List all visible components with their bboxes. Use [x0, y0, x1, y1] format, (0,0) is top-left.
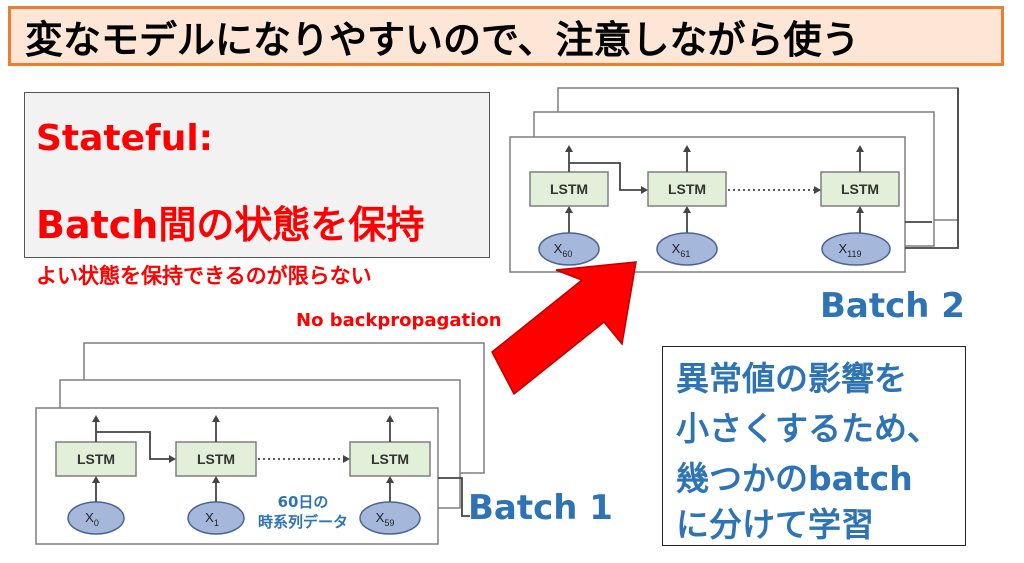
stateful-description: Batch間の状態を保持	[36, 203, 425, 247]
batch1-input-1-label: X0	[85, 510, 99, 528]
anomaly-explanation-box	[662, 346, 966, 546]
batch1-label: Batch 1	[468, 488, 613, 528]
batch2-lstm-2-label: LSTM	[668, 181, 706, 197]
batch1-input-2	[187, 501, 245, 535]
title-text: 変なモデルになりやすいので、注意しながら使う	[25, 17, 860, 62]
caution-note: よい状態を保持できるのが限らない	[36, 264, 372, 288]
batch2-input-1-label: X60	[554, 241, 573, 259]
batch1-lstm-3-label: LSTM	[371, 451, 409, 467]
batch2-label: Batch 2	[820, 286, 965, 326]
no-backprop-arrow	[491, 261, 637, 396]
batch2-lstm-1-label: LSTM	[550, 181, 588, 197]
batch1-input-2-label: X1	[205, 510, 219, 528]
caption-line-1: 60日の	[277, 493, 329, 511]
batch1-input-3-label: X59	[376, 510, 395, 528]
batch2-input-1	[538, 232, 600, 266]
batch1-lstm-2	[175, 441, 257, 477]
no-backprop-label: No backpropagation	[296, 310, 502, 331]
batch2-lstm-3	[820, 171, 900, 207]
batch2-input-2-label: X61	[672, 241, 691, 259]
anomaly-line-4: に分けて学習	[676, 505, 874, 544]
batch1-lstm-1	[55, 441, 137, 477]
caption-line-2: 時系列データ	[257, 513, 348, 531]
batch1-input-1	[67, 501, 125, 535]
anomaly-line-1: 異常値の影響を	[676, 359, 907, 398]
batch2-input-3	[821, 232, 891, 266]
anomaly-line-3: 幾つかのbatch	[676, 459, 913, 498]
batch2-diagram: LSTM LSTM LSTM X60 X61 X1	[509, 87, 959, 273]
batch1-lstm-2-label: LSTM	[197, 451, 235, 467]
batch2-lstm-1	[529, 171, 609, 207]
stateful-box	[24, 92, 490, 258]
batch2-lstm-3-label: LSTM	[841, 181, 879, 197]
time-series-caption: 60日の 時系列データ	[238, 492, 368, 532]
stateful-heading: Stateful:	[36, 118, 214, 159]
batch2-input-3-label: X119	[838, 241, 861, 259]
title-banner: 変なモデルになりやすいので、注意しながら使う	[8, 6, 1004, 66]
anomaly-line-2: 小さくするため、	[676, 409, 940, 448]
batch1-diagram: LSTM LSTM LSTM X0 X1 X59	[35, 342, 485, 545]
batch2-input-2	[656, 232, 718, 266]
batch1-lstm-1-label: LSTM	[77, 451, 115, 467]
batch1-input-3	[359, 501, 421, 535]
